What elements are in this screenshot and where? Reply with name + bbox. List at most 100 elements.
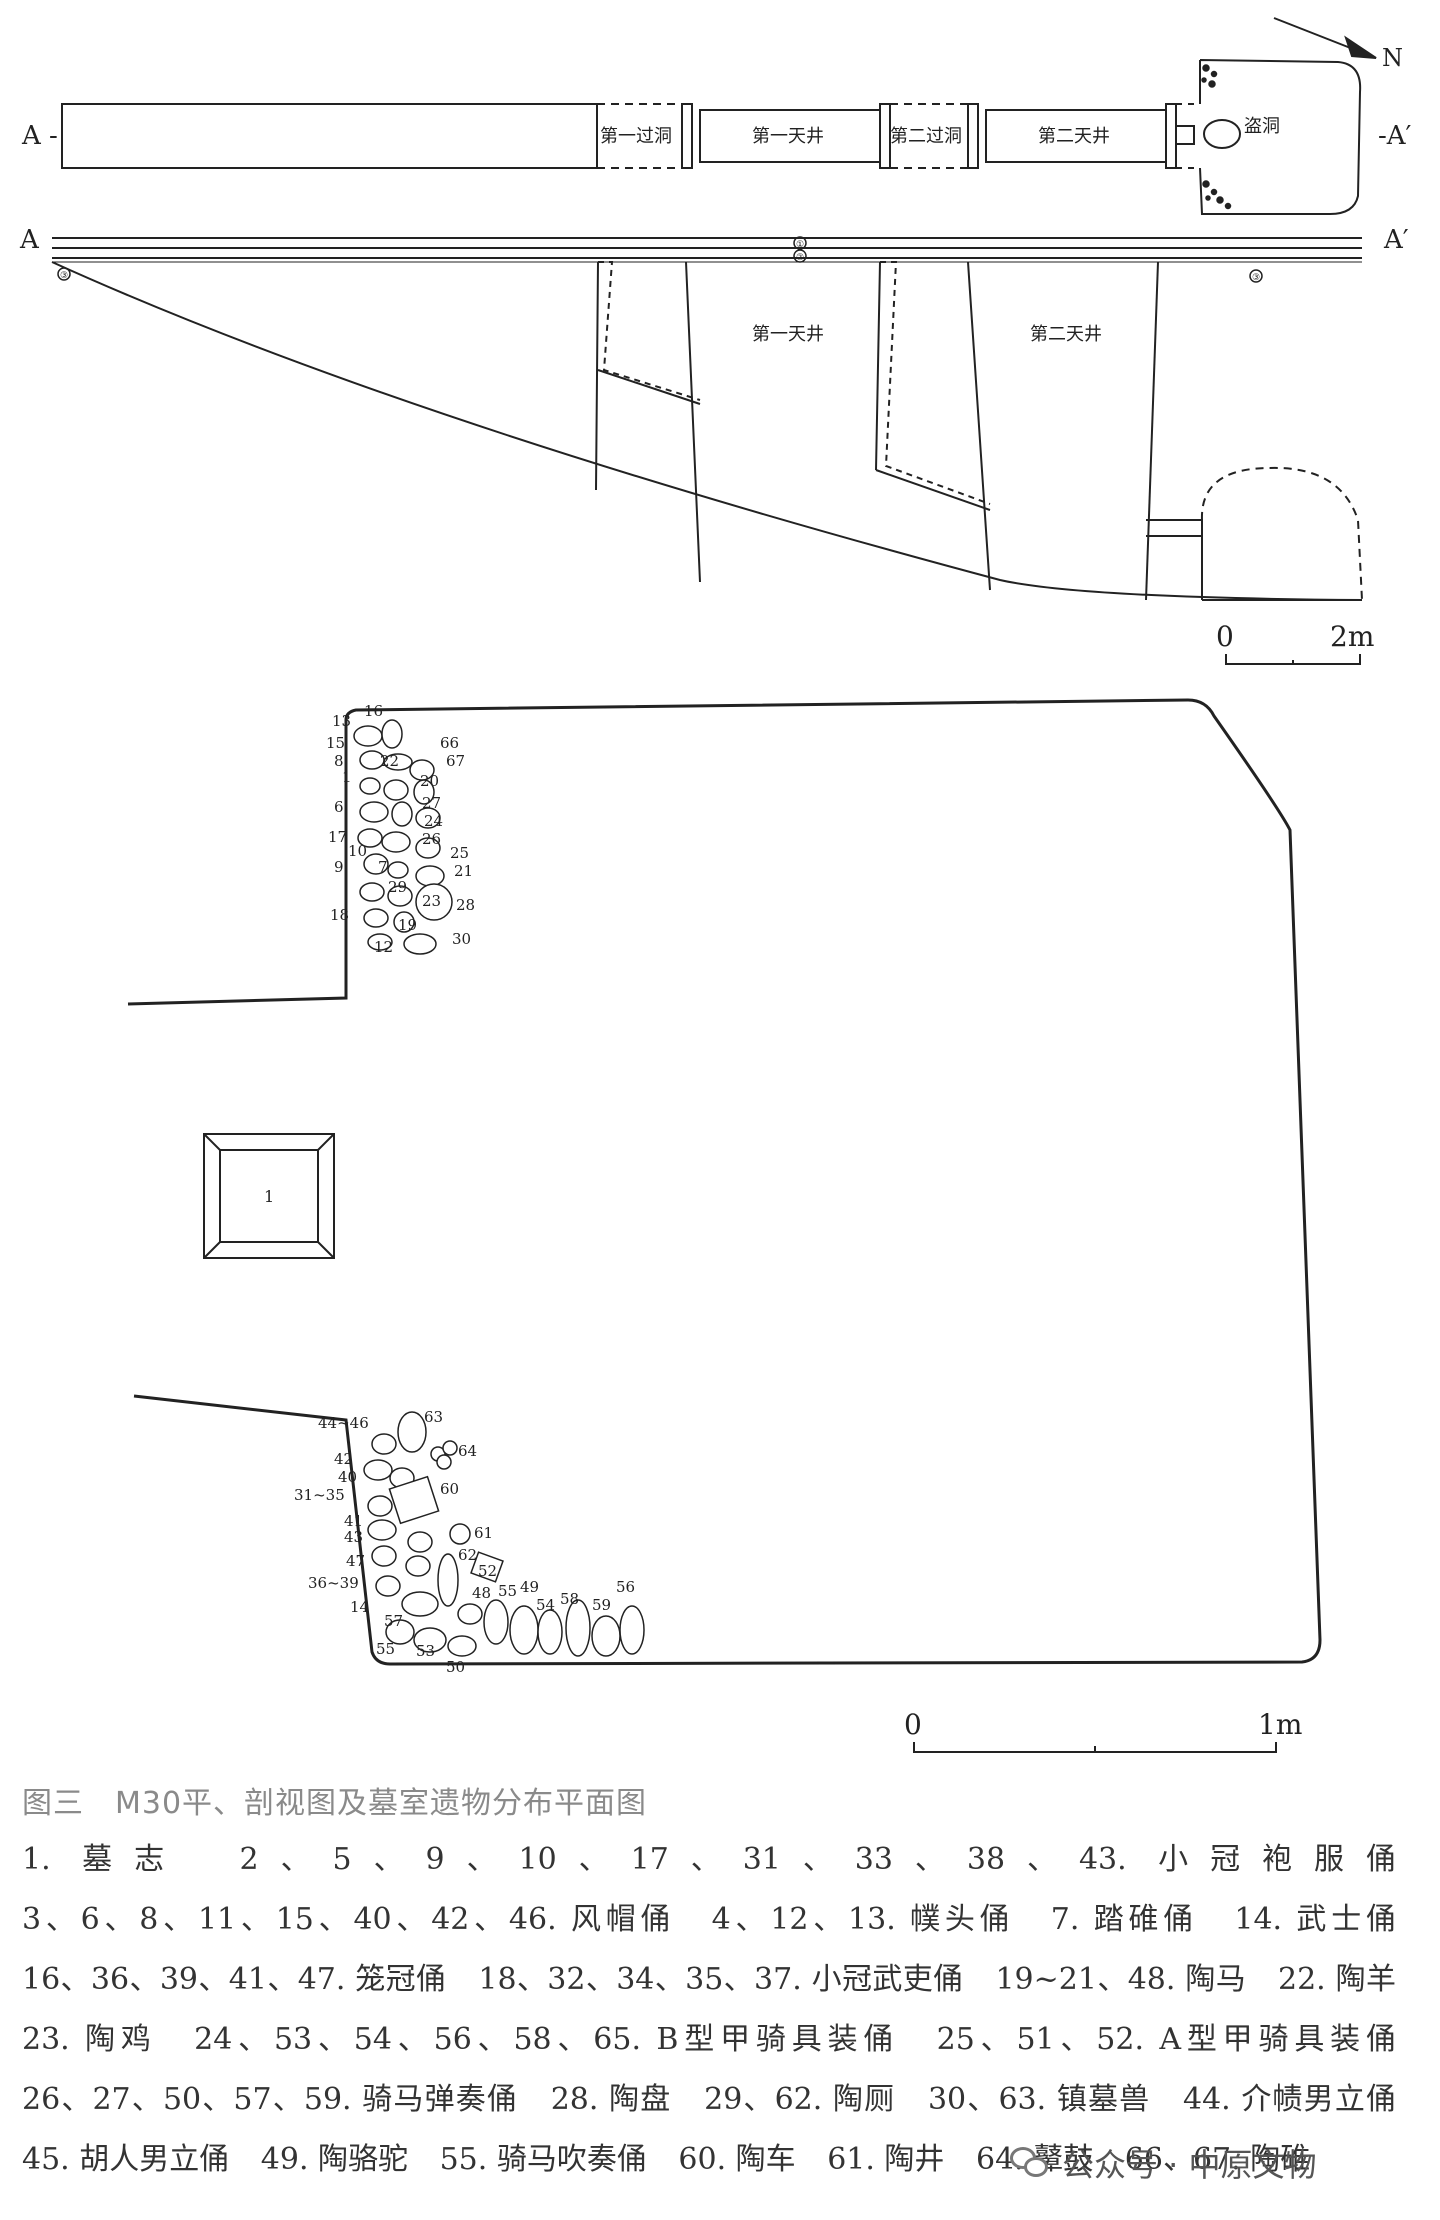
artifact-cluster-north bbox=[353, 719, 453, 955]
svg-text:29: 29 bbox=[388, 878, 407, 896]
legend-item: 3、6、8、11、15、40、42、46. 风帽俑 bbox=[22, 1902, 676, 1937]
svg-text:9: 9 bbox=[334, 858, 344, 876]
scale-bar-1m bbox=[913, 1742, 1277, 1753]
legend-item: 24、53、54、56、58、65. B型甲骑具装俑 bbox=[194, 2022, 900, 2057]
shaft1-section-walls bbox=[595, 261, 701, 583]
tomb-drawing: A - -A′ 第一过洞 第一天井 第二过洞 第二天井 盗洞 N A A′ bbox=[19, 17, 1412, 1753]
svg-text:41: 41 bbox=[344, 1512, 363, 1530]
svg-text:30: 30 bbox=[452, 930, 471, 948]
svg-text:44~46: 44~46 bbox=[318, 1414, 369, 1432]
svg-text:7: 7 bbox=[378, 858, 388, 876]
rubble-top bbox=[1201, 64, 1232, 210]
label-shaft1-section: 第一天井 bbox=[752, 324, 824, 345]
layer-2: ② bbox=[796, 253, 804, 263]
svg-text:59: 59 bbox=[592, 1596, 611, 1614]
label-a-prime-section: A′ bbox=[1383, 225, 1409, 255]
svg-text:8: 8 bbox=[334, 752, 344, 770]
legend: 1. 墓志 2、5、9、10、17、31、33、38、43. 小冠袍服俑 3、6… bbox=[22, 1830, 1418, 2190]
legend-item: 49. 陶骆驼 bbox=[260, 2142, 409, 2177]
epitaph-mark-top bbox=[1175, 125, 1195, 145]
svg-text:64: 64 bbox=[458, 1442, 477, 1460]
svg-text:25: 25 bbox=[450, 844, 469, 862]
legend-item: 25、51、52. A型甲骑具装俑 bbox=[936, 2022, 1396, 2057]
footer-brand: 公众号 · 中原文物 bbox=[1062, 2146, 1317, 2184]
label-a-plan: A - bbox=[21, 121, 58, 151]
robber-hole bbox=[1203, 119, 1241, 149]
chamber-walls bbox=[127, 698, 1322, 1666]
svg-text:36~39: 36~39 bbox=[308, 1574, 359, 1592]
legend-item: 30、63. 镇墓兽 bbox=[927, 2082, 1151, 2117]
shaft2-section-walls bbox=[875, 261, 991, 591]
south-artifact-labels: 44~46 63 42 40 64 31~35 60 41 43 61 47 6… bbox=[294, 1408, 635, 1676]
passage1-dashed bbox=[597, 103, 682, 169]
north-artifact-labels: 13 16 15 8 1 22 66 67 20 6 27 24 17 26 1… bbox=[326, 702, 475, 956]
footer: 公众号 · 中原文物 bbox=[1010, 2140, 1317, 2186]
chamber-plan bbox=[127, 698, 1322, 1666]
svg-text:24: 24 bbox=[424, 812, 443, 830]
svg-text:31~35: 31~35 bbox=[294, 1486, 345, 1504]
legend-item: 44. 介帻男立俑 bbox=[1182, 2082, 1396, 2117]
svg-text:22: 22 bbox=[380, 752, 399, 770]
legend-item: 22. 陶羊 bbox=[1278, 1962, 1396, 1997]
svg-text:16: 16 bbox=[364, 702, 383, 720]
artifact-cluster-south bbox=[363, 1411, 645, 1657]
legend-item: 60. 陶车 bbox=[678, 2142, 796, 2177]
legend-item: 14. 武士俑 bbox=[1234, 1902, 1396, 1937]
shaft1-wall-right bbox=[879, 103, 891, 169]
svg-text:58: 58 bbox=[560, 1590, 579, 1608]
label-a-prime-plan: -A′ bbox=[1378, 121, 1412, 151]
ramp-plan bbox=[61, 103, 598, 169]
scale-2m-max: 2m bbox=[1330, 620, 1374, 653]
svg-text:61: 61 bbox=[474, 1524, 493, 1542]
svg-text:57: 57 bbox=[384, 1612, 403, 1630]
svg-text:55: 55 bbox=[376, 1640, 395, 1658]
svg-text:19: 19 bbox=[398, 916, 417, 934]
svg-text:55: 55 bbox=[498, 1582, 517, 1600]
svg-text:10: 10 bbox=[348, 842, 367, 860]
svg-text:21: 21 bbox=[454, 862, 473, 880]
legend-item: 26、27、50、57、59. 骑马弹奏俑 bbox=[22, 2082, 519, 2117]
svg-text:17: 17 bbox=[328, 828, 347, 846]
legend-item: 45. 胡人男立俑 bbox=[22, 2142, 230, 2177]
epitaph-stone bbox=[203, 1133, 335, 1259]
ground-layers bbox=[52, 237, 1362, 259]
epitaph-label: 1 bbox=[264, 1187, 274, 1206]
label-shaft2: 第二天井 bbox=[1038, 126, 1110, 147]
shaft1-wall-left bbox=[681, 103, 693, 169]
label-shaft1: 第一天井 bbox=[752, 126, 824, 147]
svg-text:53: 53 bbox=[416, 1642, 435, 1660]
svg-text:52: 52 bbox=[478, 1562, 497, 1580]
scale-bar-2m bbox=[1225, 654, 1361, 665]
legend-item: 23. 陶鸡 bbox=[22, 2022, 157, 2057]
svg-text:60: 60 bbox=[440, 1480, 459, 1498]
label-robber-hole: 盗洞 bbox=[1244, 116, 1280, 137]
svg-text:18: 18 bbox=[330, 906, 349, 924]
ramp-floor bbox=[51, 261, 1363, 601]
shaft2-wall-left bbox=[967, 103, 979, 169]
north-label: N bbox=[1382, 44, 1403, 72]
shaft2-wall-right bbox=[1165, 103, 1177, 169]
passage-section: A A′ bbox=[19, 225, 1409, 601]
label-a-section: A bbox=[19, 225, 40, 255]
layer-3-left: ③ bbox=[60, 271, 68, 281]
svg-text:49: 49 bbox=[520, 1578, 539, 1596]
svg-text:63: 63 bbox=[424, 1408, 443, 1426]
north-arrow-icon bbox=[1273, 17, 1377, 59]
svg-text:27: 27 bbox=[422, 794, 441, 812]
chamber-outline-top bbox=[1199, 59, 1362, 215]
svg-text:43: 43 bbox=[344, 1528, 363, 1546]
svg-text:40: 40 bbox=[338, 1468, 357, 1486]
scale-1m-max: 1m bbox=[1258, 1708, 1302, 1741]
figure-caption: 图三 M30平、剖视图及墓室遗物分布平面图 bbox=[22, 1786, 648, 1821]
scale-2m-zero: 0 bbox=[1216, 620, 1234, 653]
svg-text:56: 56 bbox=[616, 1578, 635, 1596]
label-passage1: 第一过洞 bbox=[600, 126, 672, 147]
legend-item: 18、32、34、35、37. 小冠武吏俑 bbox=[478, 1962, 964, 1997]
layer-3-right: ③ bbox=[1252, 273, 1260, 283]
svg-text:50: 50 bbox=[446, 1658, 465, 1676]
svg-text:23: 23 bbox=[422, 892, 441, 910]
scale-1m-zero: 0 bbox=[904, 1708, 922, 1741]
svg-text:14: 14 bbox=[350, 1598, 369, 1616]
legend-item: 2、5、9、10、17、31、33、38、43. 小冠袍服俑 bbox=[239, 1842, 1396, 1877]
svg-text:66: 66 bbox=[440, 734, 459, 752]
